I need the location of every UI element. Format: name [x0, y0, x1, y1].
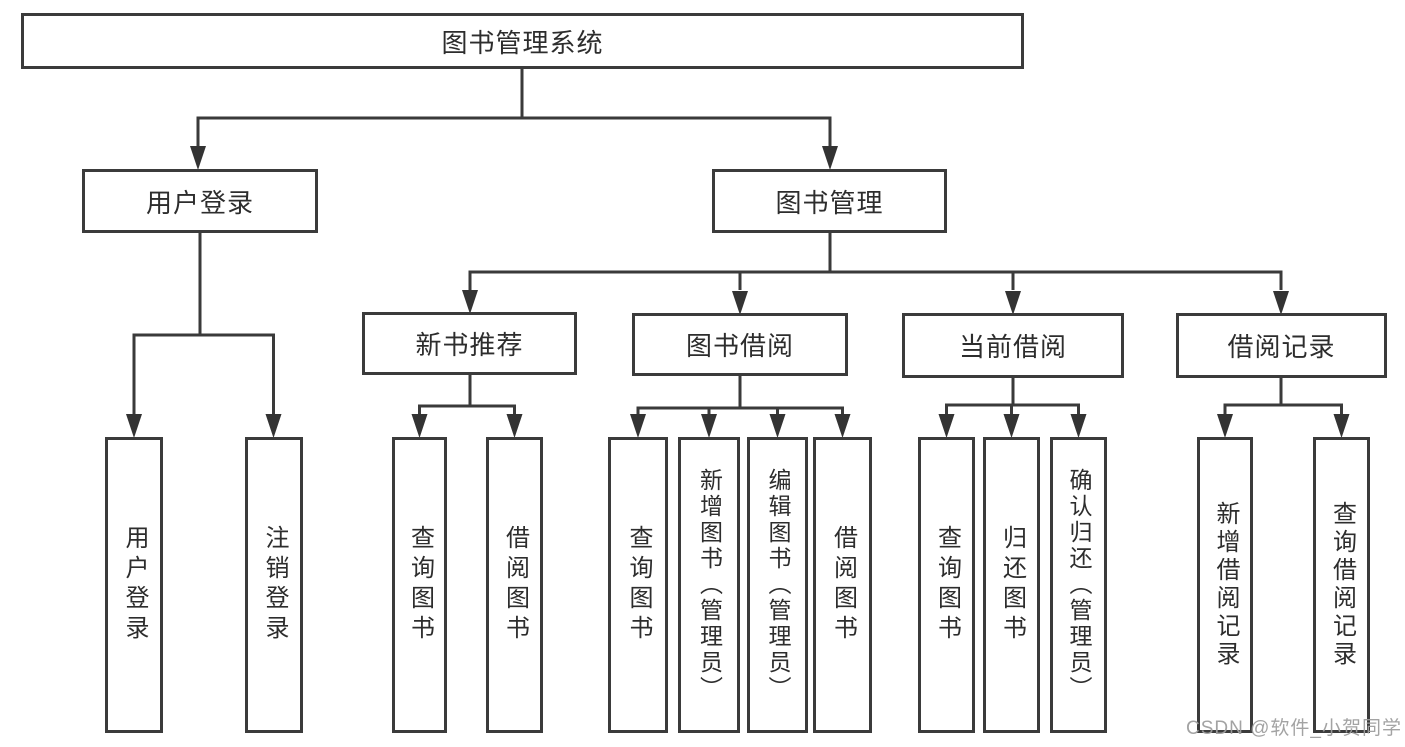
node-label: 注销登录 [261, 525, 288, 645]
node-label: 归还图书 [998, 525, 1026, 645]
node-query-books-recommend: 查询图书 [392, 437, 447, 733]
node-label: 新增借阅记录 [1212, 501, 1239, 669]
node-label: 图书管理 [775, 187, 884, 218]
node-label: 当前借阅 [958, 332, 1067, 362]
node-new-book-recommend: 新书推荐 [362, 312, 577, 375]
csdn-watermark: CSDN @软件_小贺同学 [1186, 718, 1402, 739]
node-label: 新增图书（管理员） [696, 468, 723, 702]
node-user-login-leaf: 用户登录 [105, 437, 163, 733]
node-add-books-admin: 新增图书（管理员） [678, 437, 740, 733]
node-current-borrowing: 当前借阅 [902, 313, 1124, 378]
node-return-books: 归还图书 [983, 437, 1040, 733]
node-query-books-current: 查询图书 [918, 437, 975, 733]
node-borrow-books-recommend: 借阅图书 [486, 437, 543, 733]
node-confirm-return-admin: 确认归还（管理员） [1050, 437, 1107, 733]
arrowheads [126, 146, 1350, 438]
node-logout: 注销登录 [245, 437, 303, 733]
node-label: 查询图书 [406, 525, 434, 645]
node-label: 查询图书 [933, 525, 961, 645]
node-label: 借阅图书 [501, 525, 529, 645]
node-label: 查询图书 [625, 525, 652, 645]
node-label: 用户登录 [145, 187, 254, 218]
node-query-books-borrowing: 查询图书 [608, 437, 668, 733]
node-label: 用户登录 [121, 525, 148, 645]
node-label: 编辑图书（管理员） [765, 468, 791, 702]
node-label: 确认归还（管理员） [1066, 468, 1092, 702]
node-library-management-system: 图书管理系统 [21, 13, 1024, 69]
node-edit-books-admin: 编辑图书（管理员） [747, 437, 808, 733]
node-label: 借阅记录 [1227, 332, 1336, 362]
node-book-borrowing: 图书借阅 [632, 313, 848, 376]
node-label: 图书借阅 [685, 331, 794, 361]
node-borrowing-records: 借阅记录 [1176, 313, 1387, 378]
node-add-borrow-record: 新增借阅记录 [1197, 437, 1253, 733]
node-label: 借阅图书 [829, 525, 857, 645]
node-label: 图书管理系统 [441, 27, 604, 58]
node-user-login: 用户登录 [82, 169, 318, 233]
node-label: 新书推荐 [415, 330, 524, 360]
node-label: 查询借阅记录 [1328, 501, 1356, 669]
node-query-borrow-record: 查询借阅记录 [1313, 437, 1370, 733]
node-borrow-books: 借阅图书 [813, 437, 872, 733]
node-book-management: 图书管理 [712, 169, 947, 233]
